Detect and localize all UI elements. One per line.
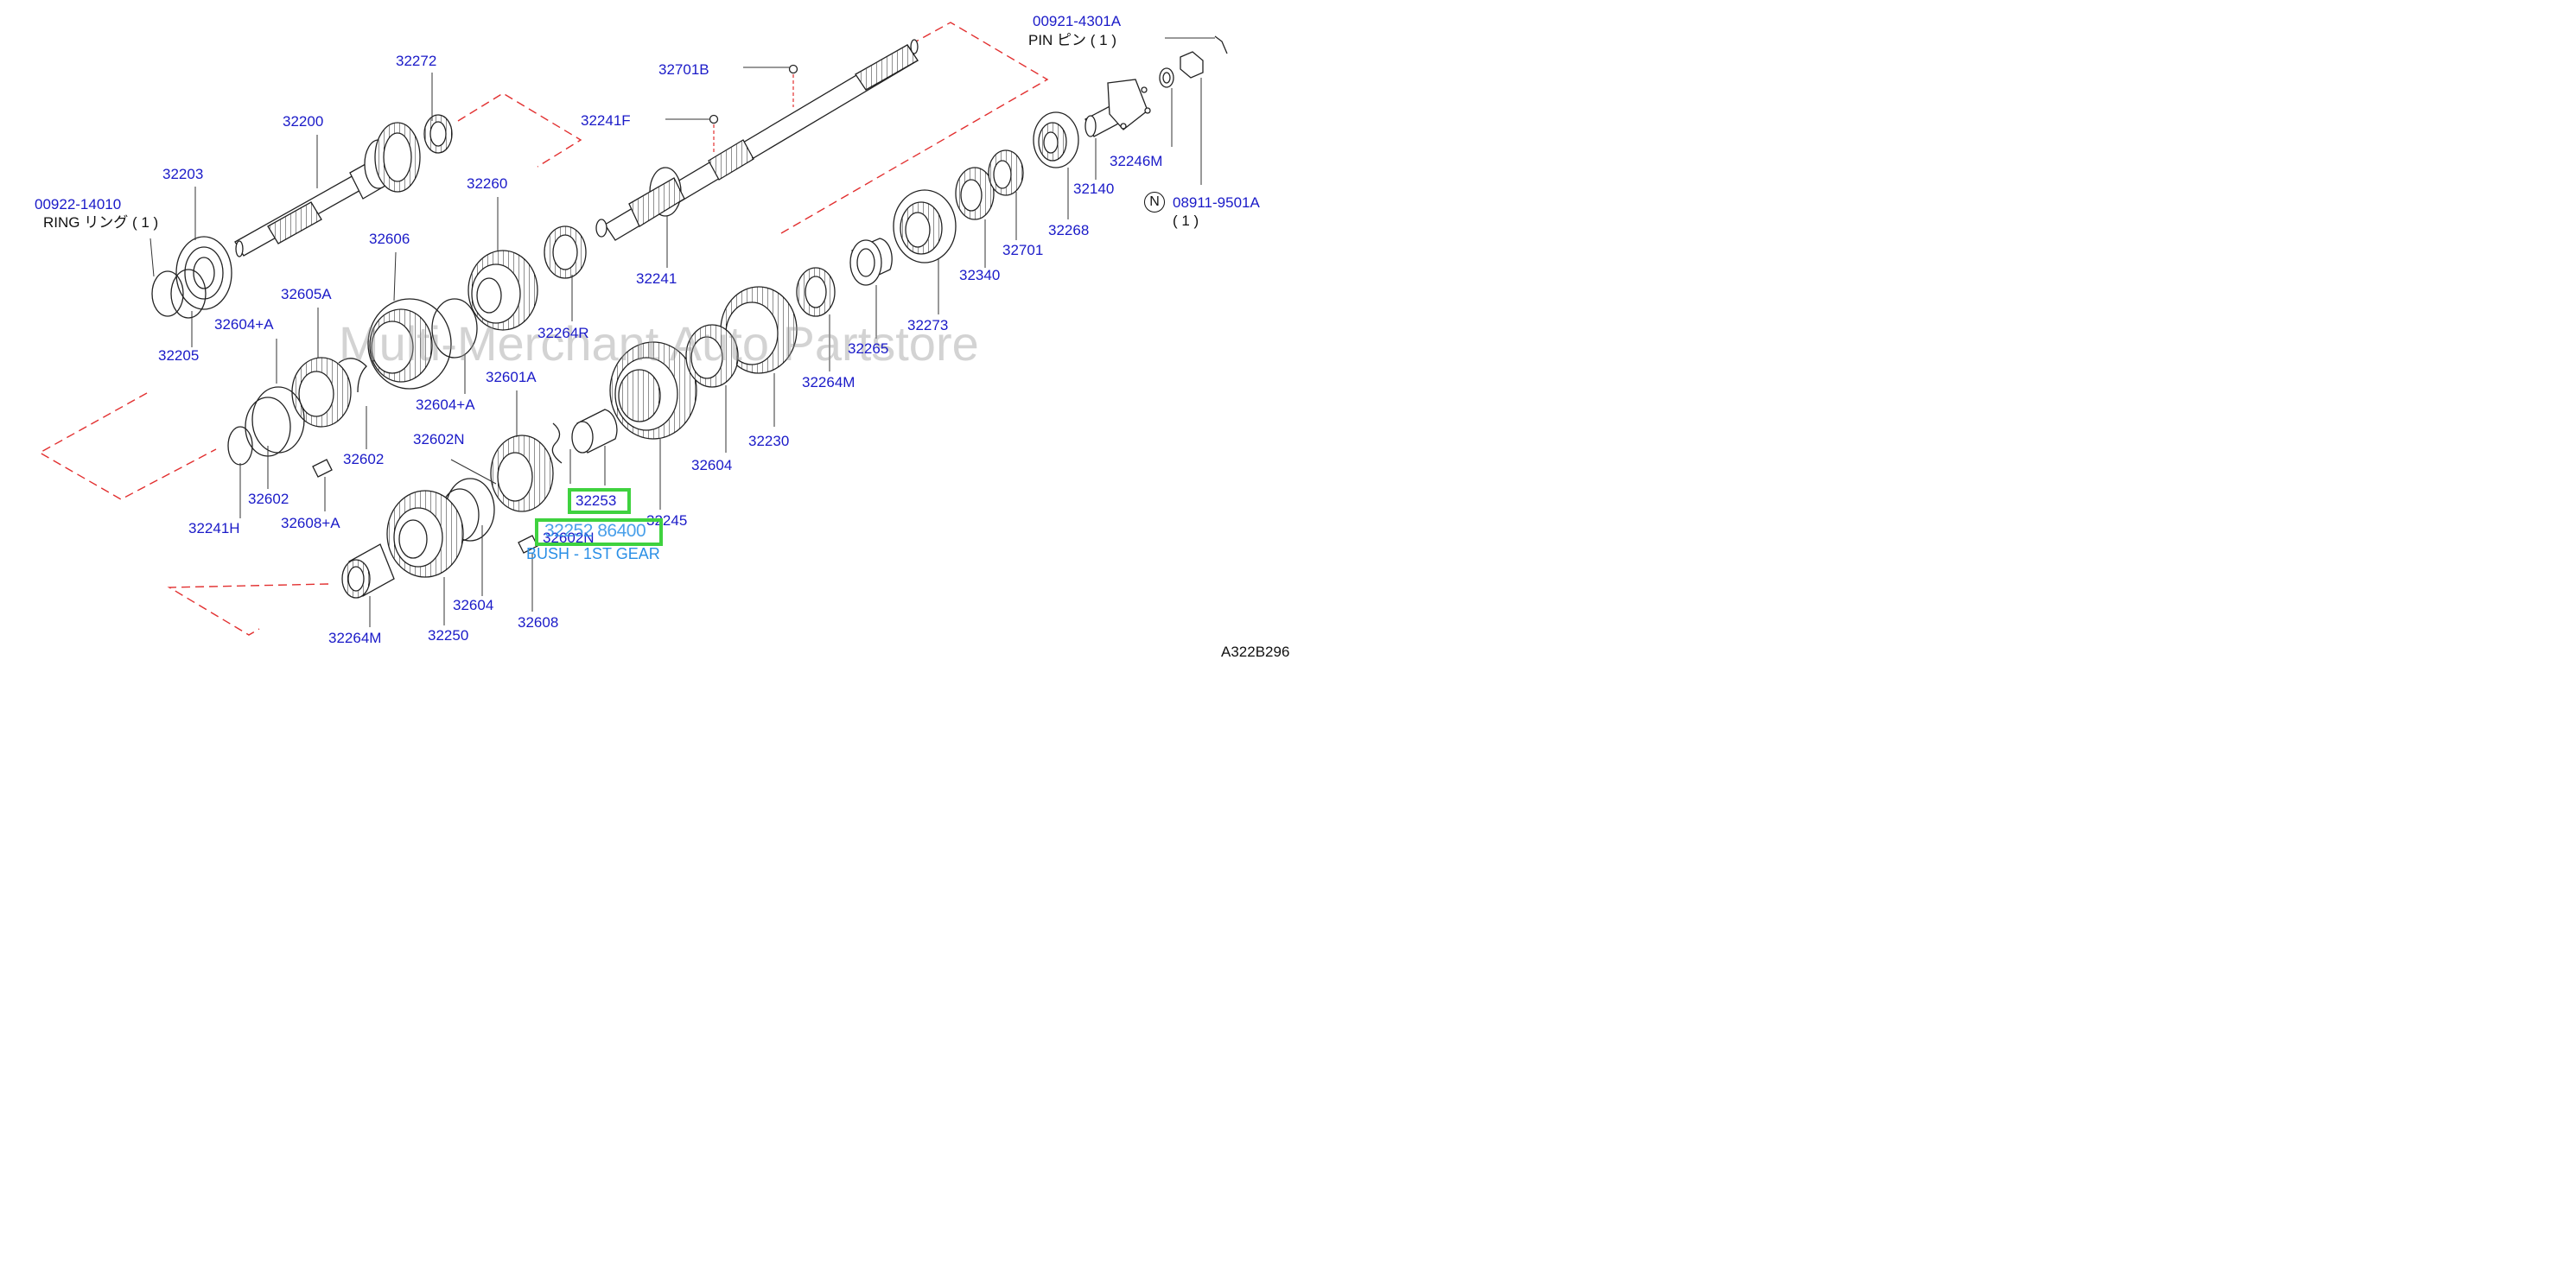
exploded-gear-diagram <box>38 22 1228 636</box>
synchro-lower <box>440 435 554 542</box>
bearing-32268 <box>1033 111 1079 168</box>
gear-32250 <box>386 490 464 578</box>
part-label-32265[interactable]: 32265 <box>848 340 889 357</box>
gear-32230 <box>685 286 798 388</box>
diagram-code: A322B296 <box>1221 644 1290 660</box>
part-label-32241f[interactable]: 32241F <box>581 112 631 129</box>
bush-32253 <box>551 409 618 464</box>
part-label-32605a[interactable]: 32605A <box>281 286 332 302</box>
callout-box-part-number[interactable] <box>535 518 663 546</box>
needle-bearing-bottom <box>341 543 395 599</box>
leader-lines <box>149 37 1215 627</box>
part-label-32230[interactable]: 32230 <box>748 433 790 449</box>
part-label-32245[interactable]: 32245 <box>646 512 688 529</box>
part-label-32701b[interactable]: 32701B <box>658 61 709 78</box>
gear-32260 <box>467 250 538 331</box>
part-label-32260[interactable]: 32260 <box>467 175 508 192</box>
part-label-32200[interactable]: 32200 <box>283 113 324 130</box>
spacer-32265 <box>849 238 893 286</box>
main-shaft <box>234 114 453 257</box>
callout-description: BUSH - 1ST GEAR <box>526 545 660 562</box>
part-label-00921-desc: PIN ピン ( 1 ) <box>1028 32 1117 48</box>
part-label-32606[interactable]: 32606 <box>369 231 410 247</box>
part-label-32701[interactable]: 32701 <box>1002 242 1044 258</box>
part-label-32241h[interactable]: 32241H <box>188 520 240 536</box>
red-short-leaders <box>713 74 794 152</box>
part-label-32602-left[interactable]: 32602 <box>248 491 289 507</box>
synchro-left <box>227 357 367 466</box>
part-label-00922-desc: RING リング ( 1 ) <box>43 214 159 231</box>
part-label-32241[interactable]: 32241 <box>636 270 677 287</box>
part-label-08911[interactable]: 08911-9501A <box>1173 194 1260 211</box>
part-label-32604a-left[interactable]: 32604+A <box>214 316 274 333</box>
underlying-label-32602n: 32602N <box>543 530 595 546</box>
part-label-32250[interactable]: 32250 <box>428 627 469 644</box>
callout-box-32253[interactable] <box>568 488 631 514</box>
callout-part-number[interactable]: 32252 86400 <box>544 521 646 541</box>
gear-32340 <box>955 149 1024 220</box>
part-label-32602n-top[interactable]: 32602N <box>413 431 465 447</box>
gear-32245 <box>609 341 697 440</box>
hub-32606 <box>367 298 478 390</box>
part-label-32340[interactable]: 32340 <box>959 267 1001 283</box>
bearing-32203 <box>151 236 232 319</box>
part-label-32268[interactable]: 32268 <box>1048 222 1090 238</box>
part-label-32604a-mid[interactable]: 32604+A <box>416 397 475 413</box>
part-label-32264r[interactable]: 32264R <box>537 325 589 341</box>
part-label-32246m[interactable]: 32246M <box>1110 153 1163 169</box>
part-label-32272[interactable]: 32272 <box>396 53 437 69</box>
part-label-32604-right[interactable]: 32604 <box>691 457 733 473</box>
part-label-32602-right[interactable]: 32602 <box>343 451 385 467</box>
counter-shaft <box>544 39 919 279</box>
bearing-32273 <box>893 189 957 263</box>
part-label-32273[interactable]: 32273 <box>907 317 949 333</box>
part-label-00922[interactable]: 00922-14010 <box>35 196 122 213</box>
part-label-32264m-bottom[interactable]: 32264M <box>328 630 382 646</box>
part-label-32604-bottom[interactable]: 32604 <box>453 597 494 613</box>
needle-bearing-right <box>796 267 836 317</box>
callout-label-32253[interactable]: 32253 <box>576 492 617 509</box>
part-label-08911-qty: ( 1 ) <box>1173 213 1199 229</box>
dashed-boundary-lines <box>38 22 1049 636</box>
part-label-00921[interactable]: 00921-4301A <box>1033 13 1122 29</box>
part-label-32264m-top[interactable]: 32264M <box>802 374 855 390</box>
part-label-32140[interactable]: 32140 <box>1073 181 1115 197</box>
shifting-inserts <box>312 64 798 554</box>
flange-32140 <box>1084 35 1228 137</box>
n-badge: N <box>1144 192 1165 213</box>
part-label-32601a[interactable]: 32601A <box>486 369 537 385</box>
part-label-32205[interactable]: 32205 <box>158 347 200 364</box>
part-label-32608[interactable]: 32608 <box>518 614 559 631</box>
part-label-32608a[interactable]: 32608+A <box>281 515 340 531</box>
part-label-32203[interactable]: 32203 <box>162 166 204 182</box>
